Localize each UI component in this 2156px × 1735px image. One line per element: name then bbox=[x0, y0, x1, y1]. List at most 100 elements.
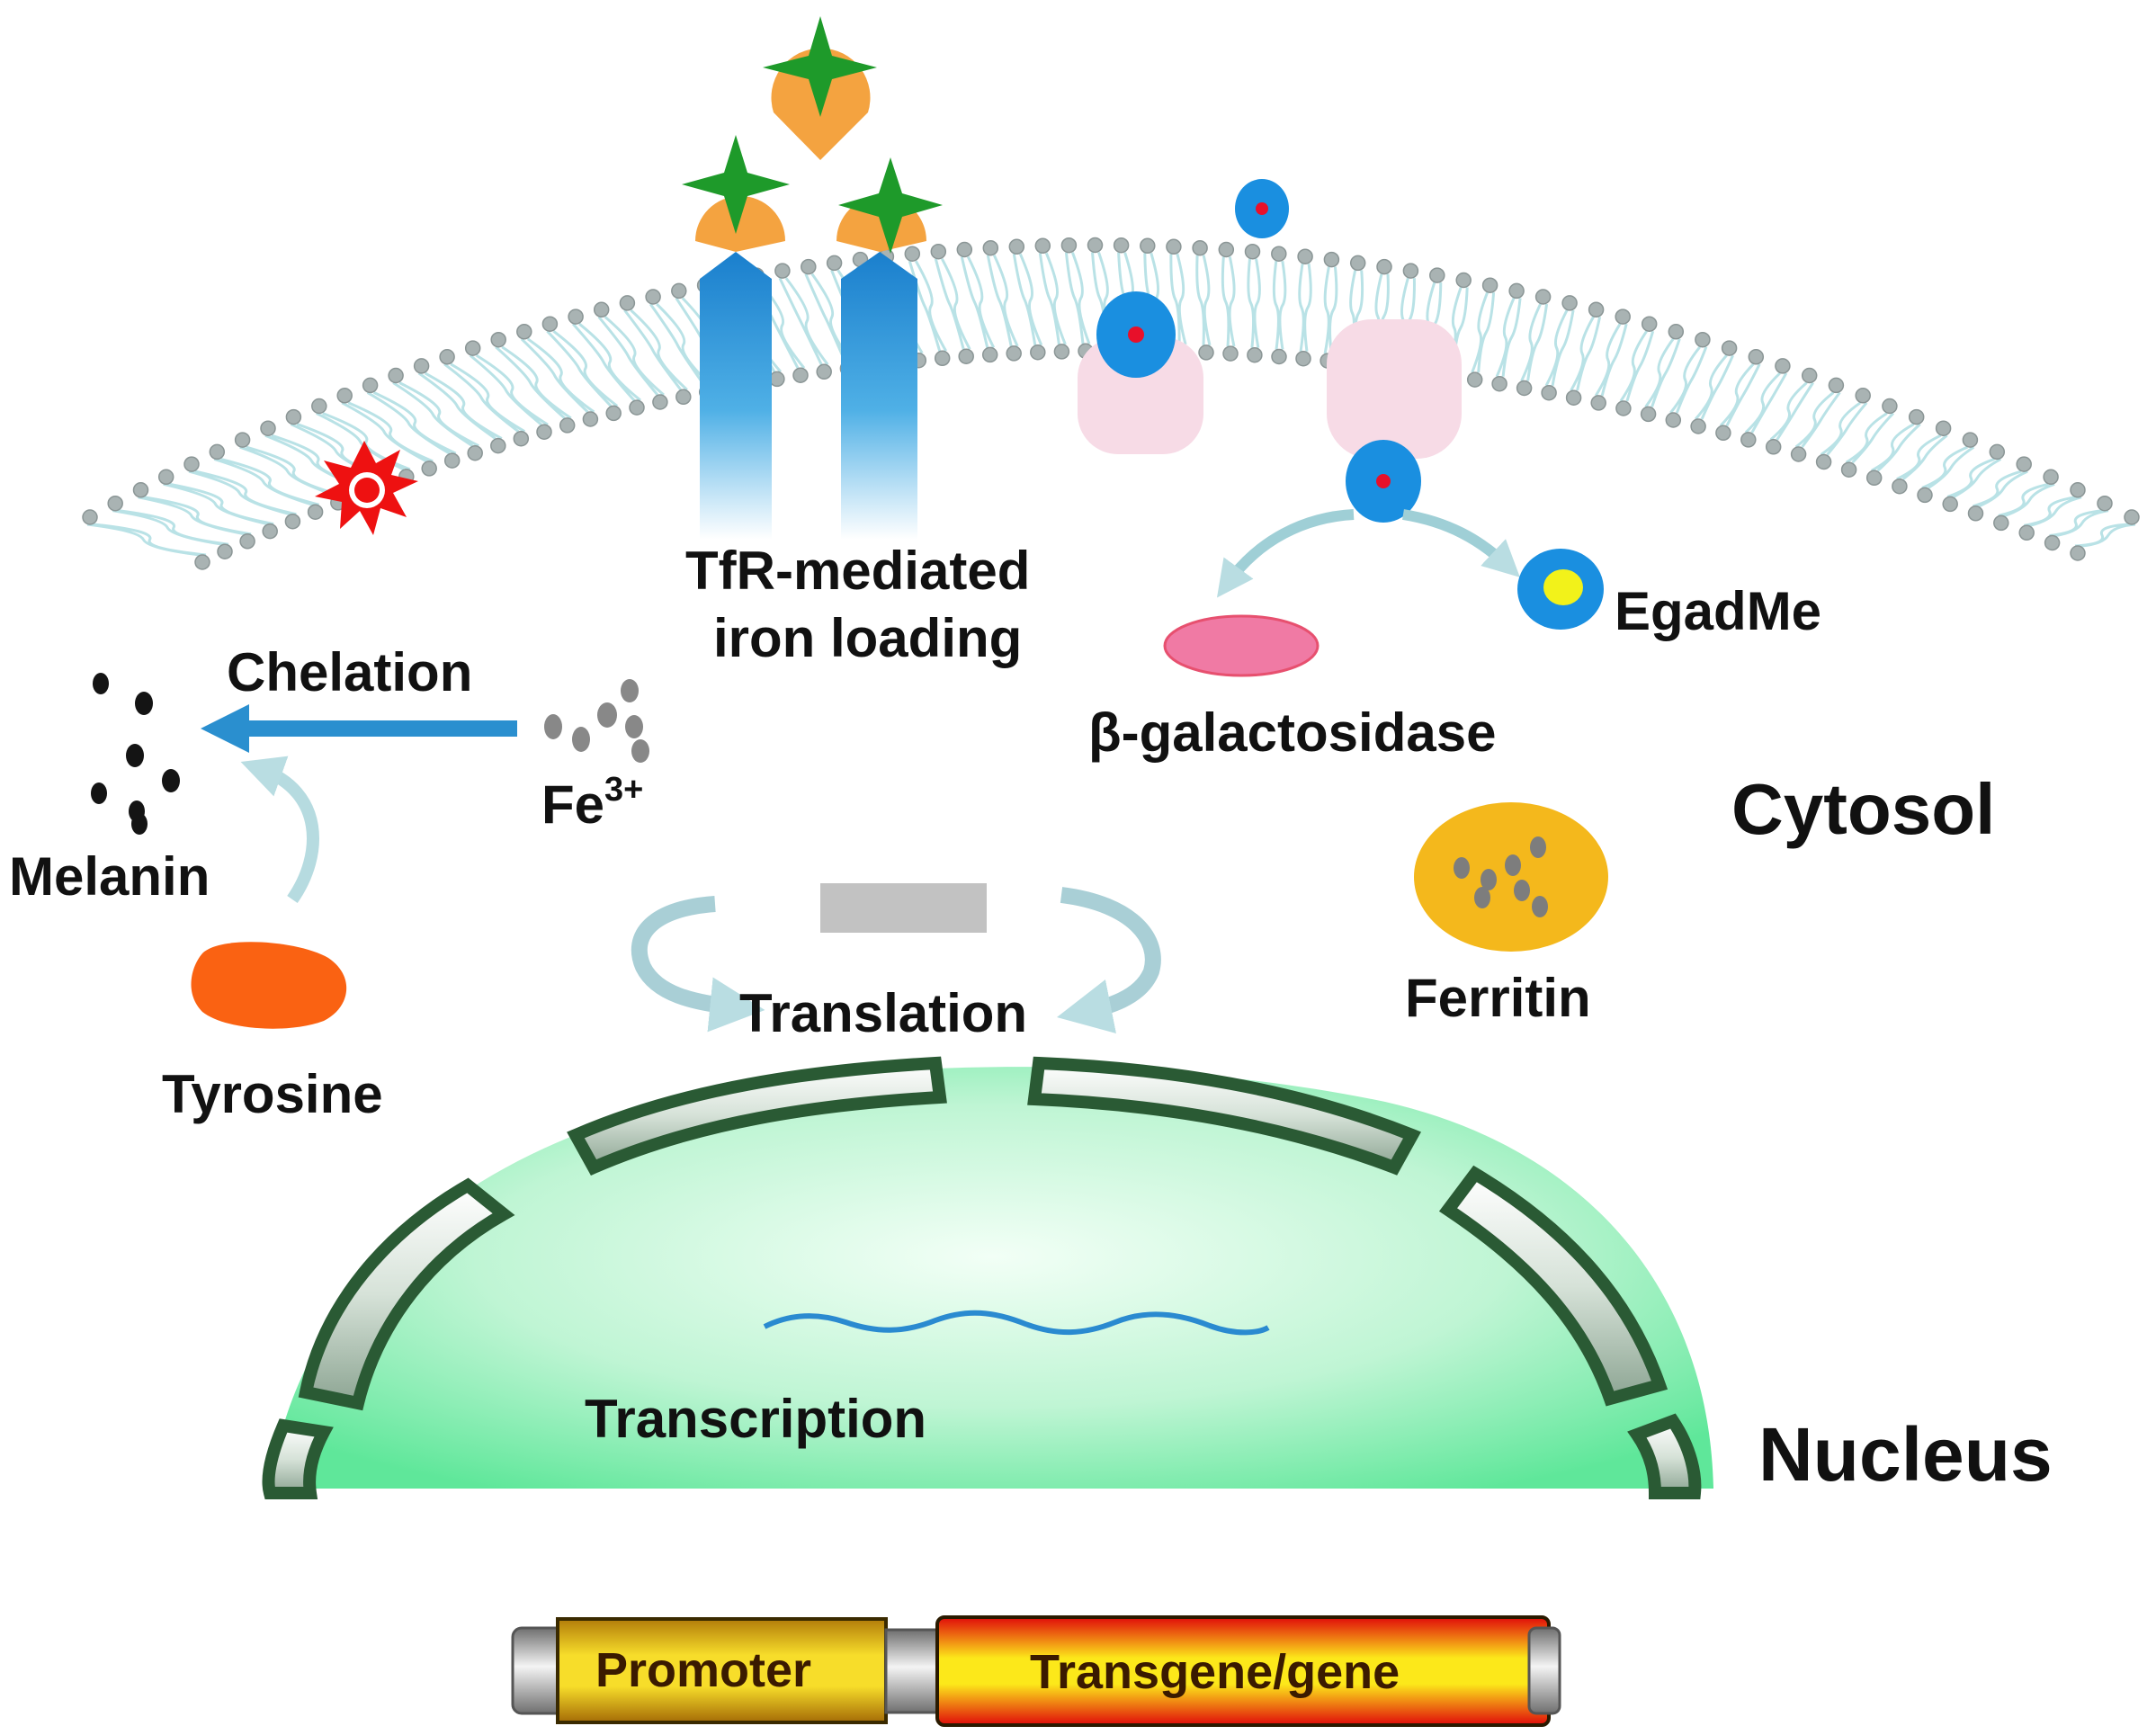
lipid-head bbox=[774, 263, 791, 279]
lipid-head bbox=[490, 331, 506, 348]
gene-cassette-icon bbox=[511, 1615, 1561, 1727]
lipid-head bbox=[239, 533, 255, 550]
lipid-head bbox=[1516, 380, 1533, 397]
lipid-head bbox=[1790, 446, 1807, 462]
lipid-head bbox=[1665, 412, 1682, 428]
lipid-head bbox=[1198, 344, 1214, 361]
lipid-head bbox=[826, 255, 843, 272]
lipid-head bbox=[2124, 509, 2140, 525]
lipid-head bbox=[132, 482, 149, 498]
egadme-label: EgadMe bbox=[1615, 581, 1822, 641]
nucleus-label: Nucleus bbox=[1758, 1412, 2053, 1497]
tyrosine-blob bbox=[191, 942, 347, 1029]
lipid-head bbox=[467, 444, 483, 461]
melanin-label: Melanin bbox=[9, 846, 210, 907]
lipid-head bbox=[1695, 331, 1711, 348]
lipid-head bbox=[1935, 420, 1952, 436]
lipid-head bbox=[1271, 246, 1287, 262]
beta-galactosidase-ellipse-icon bbox=[1163, 614, 1320, 677]
lipid-head bbox=[157, 469, 174, 486]
nucleus bbox=[262, 1056, 1713, 1499]
membrane-channels bbox=[1078, 319, 1462, 459]
tfr-label-line2: iron loading bbox=[713, 608, 1023, 668]
lipid-head bbox=[2070, 482, 2086, 498]
lipid-head bbox=[1218, 241, 1235, 258]
lipid-head bbox=[1297, 248, 1313, 264]
ferritin-label: Ferritin bbox=[1405, 968, 1591, 1028]
lipid-head bbox=[262, 523, 278, 540]
lipid-head bbox=[1481, 277, 1498, 293]
lipid-head bbox=[2043, 469, 2059, 486]
beta-galactosidase-label: β-galactosidase bbox=[1088, 702, 1497, 763]
lipid-head bbox=[1140, 237, 1156, 255]
lipid-head bbox=[956, 241, 973, 258]
lipid-head bbox=[1429, 267, 1445, 283]
lipid-head bbox=[1295, 350, 1311, 367]
lipid-head bbox=[194, 554, 210, 570]
lipid-head bbox=[413, 358, 430, 374]
promoter-label: Promoter bbox=[595, 1643, 812, 1697]
lipid-head bbox=[183, 456, 200, 472]
translation-label: Translation bbox=[739, 983, 1028, 1043]
lipid-head bbox=[958, 348, 974, 364]
lipid-head bbox=[1247, 346, 1263, 363]
transcription-label: Transcription bbox=[585, 1389, 927, 1449]
melanin-particles bbox=[91, 673, 180, 835]
transferrin-receptor-right bbox=[841, 252, 917, 540]
iron-particles bbox=[544, 679, 649, 763]
lipid-head bbox=[1815, 453, 1832, 470]
lipid-head bbox=[605, 405, 622, 422]
lipid-head bbox=[1801, 367, 1818, 384]
fe3-label: Fe3+ bbox=[541, 773, 643, 832]
lipid-head bbox=[307, 504, 324, 520]
lipid-head bbox=[1855, 388, 1871, 404]
lipid-head bbox=[671, 282, 687, 300]
lipid-head bbox=[443, 452, 461, 469]
lipid-head bbox=[336, 388, 353, 404]
lipid-head bbox=[1466, 371, 1483, 388]
activation-arrows bbox=[1216, 509, 1520, 598]
lipid-head bbox=[1640, 406, 1657, 423]
lipid-head bbox=[582, 411, 599, 427]
lipid-head bbox=[816, 363, 832, 380]
nucleus-body bbox=[270, 1067, 1713, 1489]
fe-charge-text: 3+ bbox=[604, 771, 644, 809]
lipid-head bbox=[559, 417, 576, 434]
lipid-head bbox=[1113, 237, 1130, 254]
lipid-head bbox=[801, 258, 817, 275]
lipid-head bbox=[593, 301, 610, 318]
lipid-head bbox=[1060, 237, 1078, 254]
lipid-head bbox=[1828, 377, 1845, 394]
lipid-head bbox=[1840, 461, 1857, 478]
nuclear-pores bbox=[262, 1056, 1702, 1499]
lipid-head bbox=[1615, 400, 1632, 416]
lipid-head bbox=[234, 432, 251, 448]
lipid-head bbox=[2018, 524, 2035, 541]
lipid-head bbox=[1882, 398, 1898, 415]
lipid-head bbox=[260, 420, 276, 436]
lipid-head bbox=[1590, 395, 1606, 411]
lipid-head bbox=[1561, 295, 1578, 311]
lipid-head bbox=[568, 309, 584, 325]
lipid-head bbox=[645, 289, 661, 305]
lipid-head bbox=[1993, 514, 2009, 532]
lipid-head bbox=[1715, 425, 1731, 442]
lipid-head bbox=[792, 367, 809, 383]
lipid-head bbox=[1244, 243, 1261, 260]
transgene-label: Transgene/gene bbox=[1030, 1645, 1400, 1699]
lipid-head bbox=[619, 295, 636, 311]
lipid-head bbox=[1775, 358, 1791, 374]
lipid-head bbox=[1166, 238, 1182, 255]
lipid-head bbox=[217, 543, 233, 559]
activated-egadme-icon bbox=[1517, 549, 1604, 630]
lipid-head bbox=[1034, 237, 1051, 255]
lipid-head bbox=[1271, 348, 1287, 365]
protein-bar-icon bbox=[820, 883, 987, 933]
lipid-head bbox=[1349, 255, 1366, 272]
lipid-head bbox=[1455, 272, 1472, 289]
tfr-label-line1: TfR-mediated bbox=[685, 541, 1031, 601]
lipid-head bbox=[513, 430, 530, 447]
lipid-head bbox=[1087, 237, 1104, 254]
lipid-head bbox=[82, 509, 98, 525]
